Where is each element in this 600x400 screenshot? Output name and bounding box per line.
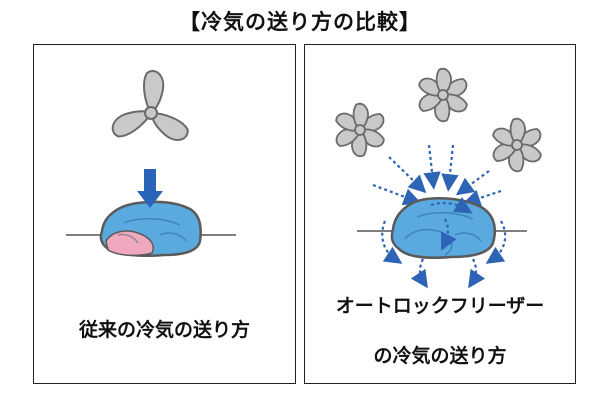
diagram-title: 【冷気の送り方の比較】 [179, 10, 421, 34]
fan-icon-left [334, 102, 385, 159]
meat-icon [390, 197, 497, 259]
auto-lock-illustration [305, 45, 577, 289]
fan-icon-center [417, 67, 468, 124]
cold-air-dotted-arrows-icon [372, 144, 502, 207]
conventional-caption: 従来の冷気の送り方 [78, 319, 250, 341]
cold-air-arrow-icon [137, 169, 163, 208]
panel-conventional: 従来の冷気の送り方 [33, 44, 296, 384]
auto-lock-caption-line1: オートロックフリーザー [335, 295, 545, 317]
fan-icon-right [491, 117, 542, 174]
conventional-illustration [66, 69, 236, 257]
meat-icon [99, 200, 202, 257]
auto-lock-caption-line2: の冷気の送り方 [373, 345, 507, 367]
panel-auto-lock-freezer: オートロックフリーザー の冷気の送り方 [304, 44, 576, 384]
wrap-around-arrows-icon [381, 196, 507, 289]
fan-icon [107, 69, 192, 146]
